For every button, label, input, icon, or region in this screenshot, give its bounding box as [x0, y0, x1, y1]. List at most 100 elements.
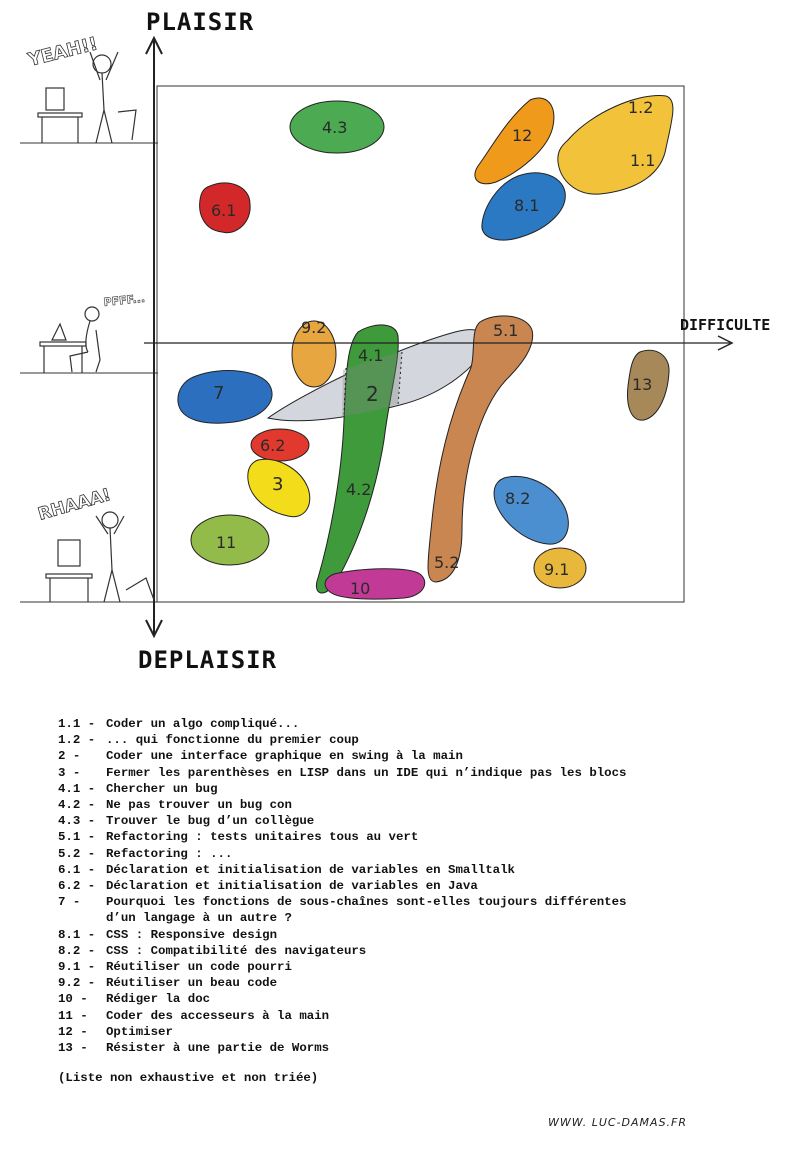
legend-item: 6.1 - Déclaration et initialisation de va… [58, 862, 758, 878]
legend-text: Réutiliser un beau code [106, 976, 278, 991]
blob-2-overlay [342, 351, 403, 416]
legend-text: Optimiser [106, 1024, 173, 1039]
legend-text: Déclaration et initialisation de variabl… [106, 862, 515, 877]
legend-item: 3 - Fermer les parenthèses en LISP dans u… [58, 765, 758, 781]
legend-text: CSS : Responsive design [106, 927, 278, 942]
legend-text: Rédiger la doc [106, 992, 211, 1007]
head-top [92, 54, 112, 74]
legend-key: 13 - [58, 1041, 88, 1056]
legend-note: (Liste non exhaustive et non triée) [58, 1071, 319, 1086]
legend-text: Fermer les parenthèses en LISP dans un I… [106, 765, 627, 780]
blob-9-1 [533, 547, 587, 589]
legend-text: Coder des accesseurs à la main [106, 1008, 330, 1023]
blob-6-2 [250, 428, 310, 462]
legend-key: 7 - [58, 895, 81, 910]
legend-key: 9.1 - [58, 960, 96, 975]
legend-text: Trouver le bug d’un collègue [106, 814, 315, 829]
legend-text: CSS : Compatibilité des navigateurs [106, 943, 367, 958]
legend-item: 1.1 -Coder un algo compliqué... [58, 716, 758, 732]
legend-text: Coder une interface graphique en swing à… [106, 749, 463, 764]
blob-11 [190, 514, 270, 566]
speech-happy: YEAH!! [25, 33, 100, 71]
legend-text: Refactoring : tests unitaires tous au ve… [106, 830, 419, 845]
blob-label-8-2: 8.2 [505, 489, 530, 508]
blob-13 [627, 349, 670, 421]
legend-key: 11 - [58, 1008, 88, 1023]
illustration-happy: YEAH!! [25, 33, 137, 144]
legend-item: 4.3 - Trouver le bug d’un collègue [58, 813, 758, 829]
legend-item: 4.1 - Chercher un bug [58, 781, 758, 797]
head-bottom [101, 511, 119, 529]
blob-label-2: 2 [366, 382, 379, 406]
legend-item: 10 - Rédiger la doc [58, 991, 758, 1007]
signature: WWW. LUC-DAMAS.FR [548, 1116, 688, 1129]
legend-item: 12 - Optimiser [58, 1024, 758, 1040]
legend-key: 12 - [58, 1024, 88, 1039]
legend-key: 10 - [58, 992, 88, 1007]
legend-item: 9.1 -Réutiliser un code pourri [58, 959, 758, 975]
legend-key: 6.1 - [58, 862, 96, 877]
legend-text: Ne pas trouver un bug con [106, 798, 292, 813]
legend-item: 6.2 -Déclaration et initialisation de va… [58, 878, 758, 894]
desk-top [37, 112, 83, 118]
blob-label-10: 10 [350, 579, 370, 598]
blob-7 [177, 370, 273, 424]
legend-item: 2 - Coder une interface graphique en swin… [58, 748, 758, 764]
blob-label-4-2: 4.2 [346, 480, 371, 499]
legend-key: 8.1 - [58, 927, 96, 942]
blob-8-1 [481, 172, 566, 241]
monitor-top [45, 87, 65, 111]
blob-4-3 [289, 100, 385, 154]
head-middle [84, 306, 100, 322]
blob-1 [557, 94, 674, 195]
legend-item: 4.2 -Ne pas trouver un bug con [58, 797, 758, 813]
blob-8-2 [493, 476, 569, 545]
legend-key: 9.2 - [58, 976, 96, 991]
legend-key: 4.1 - [58, 781, 96, 796]
legend-text: Chercher un bug [106, 781, 218, 796]
legend-item: 13 -Résister à une partie de Worms [58, 1040, 758, 1056]
blob-label-5-1: 5.1 [493, 321, 518, 340]
y-axis-arrow-up [145, 35, 163, 55]
legend-item: 8.1 - CSS : Responsive design [58, 927, 758, 943]
legend-key: 5.1 - [58, 830, 96, 845]
x-axis-label: DIFFICULTE [680, 316, 771, 334]
blob-label-11: 11 [216, 533, 236, 552]
legend-key: 6.2 - [58, 879, 96, 894]
blob-5 [427, 315, 534, 583]
legend-key: 3 - [58, 765, 81, 780]
blob-label-6-1: 6.1 [211, 201, 236, 220]
legend-item: 9.2 - Réutiliser un beau code [58, 975, 758, 991]
legend-key: 2 - [58, 749, 81, 764]
legend-text: ... qui fonctionne du premier coup [106, 733, 359, 748]
legend-key: 4.3 - [58, 814, 96, 829]
y-axis-top-label: PLAISIR [146, 8, 255, 36]
legend-text: Refactoring : ... [106, 846, 233, 861]
blob-9-2 [291, 320, 337, 388]
blob-label-13: 13 [632, 375, 652, 394]
speech-angry: RHAAA! [36, 485, 113, 525]
chair-bottom [125, 577, 155, 601]
blob-label-8-1: 8.1 [514, 196, 539, 215]
chart-frame [156, 85, 685, 603]
legend-item: 1.2 - ... qui fonctionne du premier coup [58, 732, 758, 748]
legend-key: 5.2 - [58, 846, 96, 861]
diagram-canvas: 4.3 6.1 12 1.2 1.1 8.1 9.2 4.1 2 5.1 7 1… [20, 33, 734, 639]
blob-6-1 [199, 182, 251, 234]
legend-key: 8.2 - [58, 943, 96, 958]
blob-label-9-2: 9.2 [301, 318, 326, 337]
blob-label-1-2: 1.2 [628, 98, 653, 117]
desk-bottom [45, 573, 93, 579]
blob-label-5-2: 5.2 [434, 553, 459, 572]
blob-label-3: 3 [272, 474, 283, 495]
legend-item: 8.2 - CSS : Compatibilité des navigateurs [58, 943, 758, 959]
blob-3 [247, 458, 311, 518]
legend-item: 5.2 - Refactoring : ... [58, 846, 758, 862]
desk-middle [39, 341, 87, 347]
chair-middle [95, 329, 101, 373]
blob-label-4-1: 4.1 [358, 346, 383, 365]
legend-key: 1.1 - [58, 717, 96, 731]
legend-key: 1.2 - [58, 733, 96, 748]
monitor-bottom [57, 539, 81, 567]
legend-item: 11 - Coder des accesseurs à la main [58, 1008, 758, 1024]
